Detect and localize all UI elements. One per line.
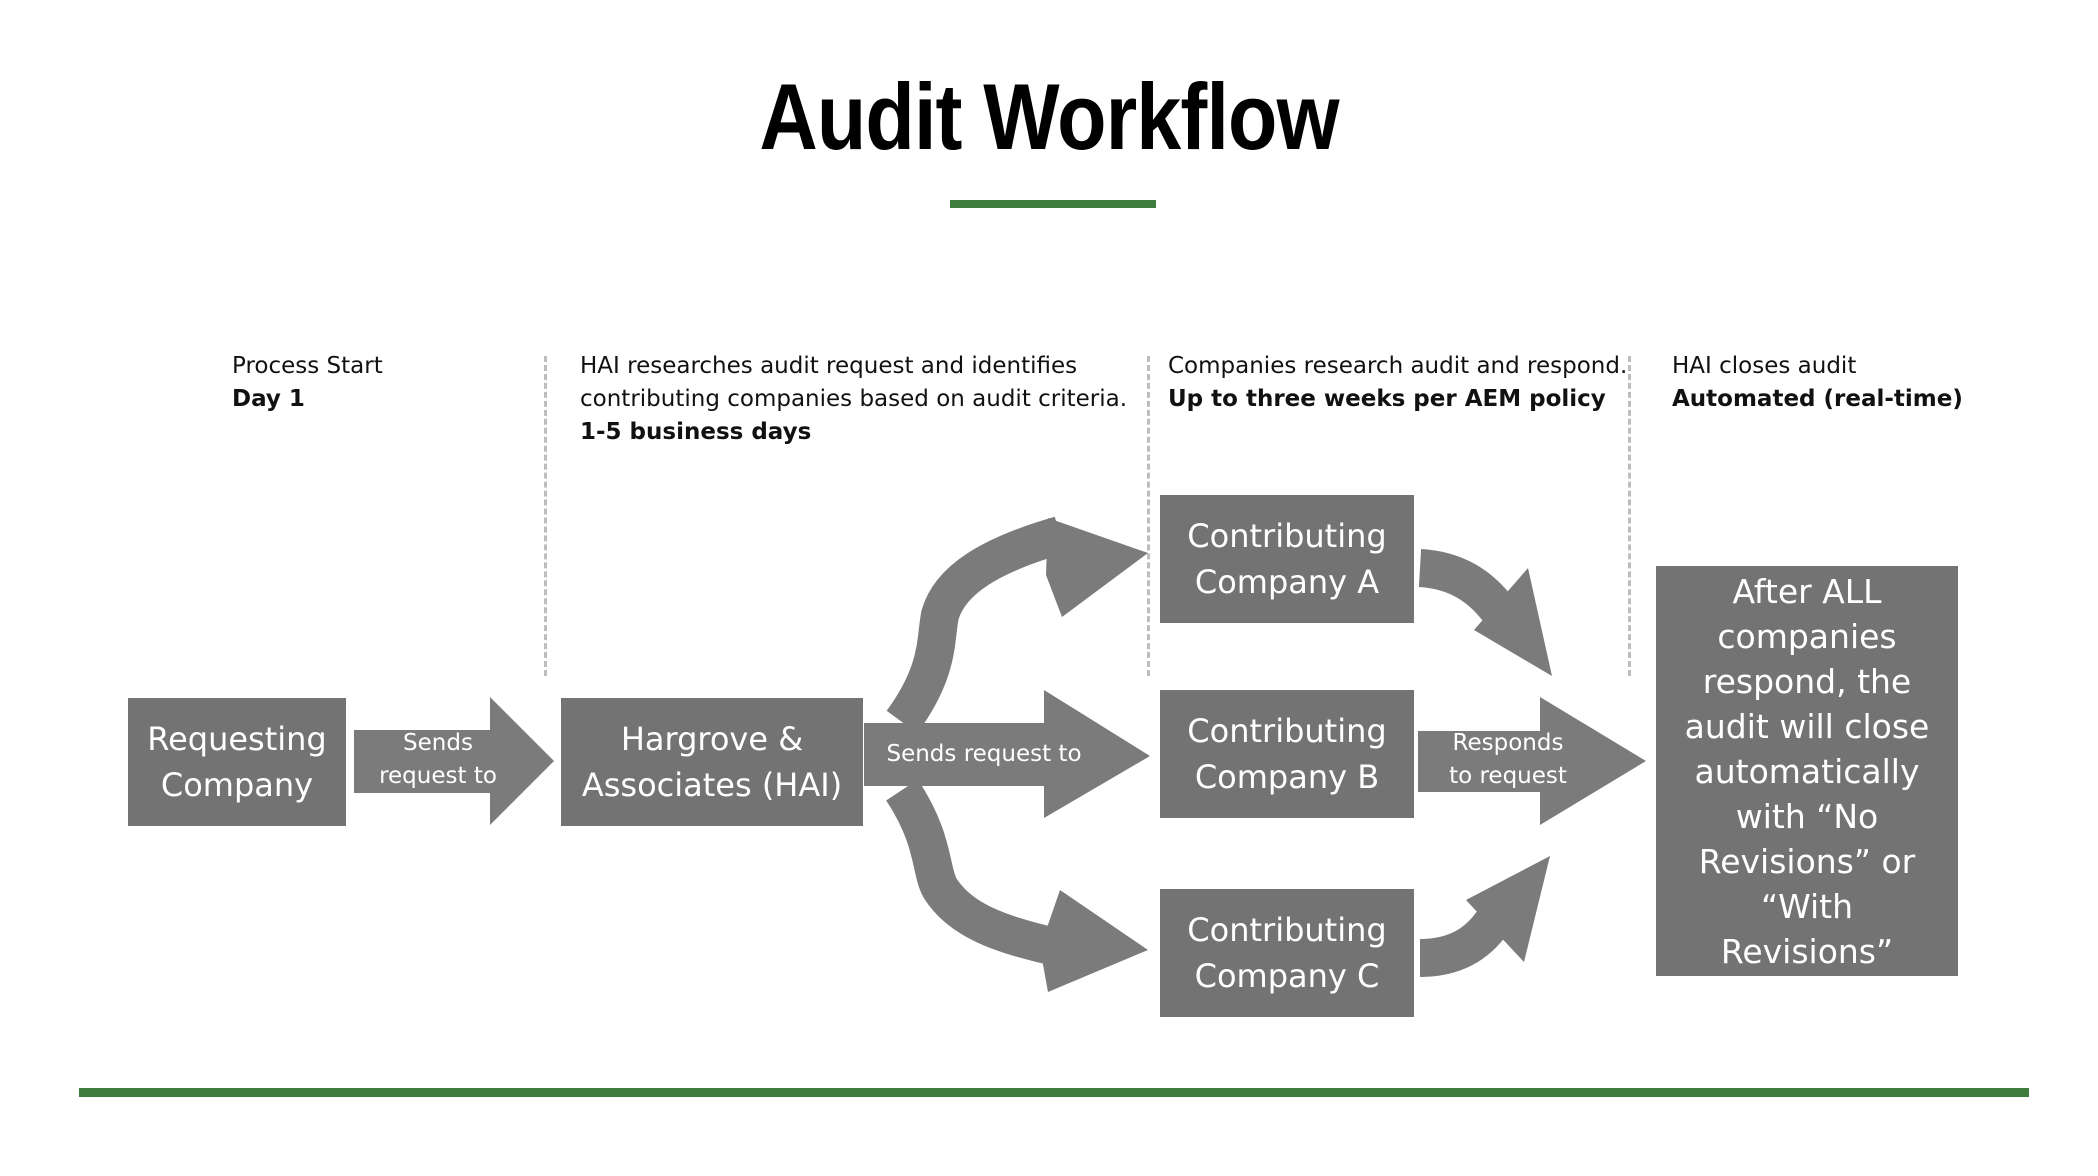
node-label-line: Hargrove & bbox=[620, 720, 804, 758]
arrow-company-a-to-final-head bbox=[1474, 568, 1552, 676]
stage-duration: Up to three weeks per AEM policy bbox=[1168, 386, 1606, 412]
edge-label-sends-request-to-companies: Sends request to bbox=[864, 738, 1104, 771]
stage-text: Process Start bbox=[232, 353, 383, 379]
node-requesting-company: Requesting Company bbox=[128, 698, 346, 826]
arrow-company-c-to-final-head bbox=[1466, 856, 1550, 962]
edge-label-line: request to bbox=[379, 763, 497, 789]
footer-rule bbox=[79, 1088, 2029, 1097]
stage-companies-respond: Companies research audit and respond. Up… bbox=[1168, 350, 1627, 416]
stage-divider bbox=[1628, 356, 1631, 676]
arrow-company-b-to-final bbox=[1418, 697, 1646, 825]
stage-duration: Automated (real-time) bbox=[1672, 386, 1963, 412]
stage-divider bbox=[1147, 356, 1150, 676]
edge-label-line: to request bbox=[1449, 763, 1567, 789]
node-label-line: Company C bbox=[1194, 957, 1380, 995]
node-label-line: Contributing bbox=[1187, 712, 1387, 750]
node-label-line: Company A bbox=[1194, 563, 1380, 601]
stage-duration: Day 1 bbox=[232, 386, 305, 412]
stage-divider bbox=[544, 356, 547, 676]
node-label-line: respond, the bbox=[1702, 661, 1912, 701]
arrow-company-c-to-final-shaft bbox=[1419, 908, 1510, 977]
node-label-line: Contributing bbox=[1187, 517, 1387, 555]
node-label-line: Requesting bbox=[147, 720, 327, 758]
stage-hai-research: HAI researches audit request and identif… bbox=[580, 350, 1127, 449]
title-underline bbox=[950, 200, 1156, 208]
edge-label-line: Sends request to bbox=[886, 741, 1082, 767]
arrow-requesting-to-hai bbox=[354, 697, 554, 825]
node-label-line: automatically bbox=[1694, 751, 1920, 791]
edge-label-line: Responds bbox=[1452, 730, 1564, 756]
arrow-company-a-to-final-shaft bbox=[1418, 549, 1516, 624]
edge-label-line: Sends bbox=[403, 730, 473, 756]
node-label-line: audit will close bbox=[1684, 706, 1930, 746]
arrow-hai-to-company-a-shaft bbox=[886, 516, 1066, 734]
stage-process-start: Process Start Day 1 bbox=[232, 350, 383, 416]
stage-text: Companies research audit and respond. bbox=[1168, 353, 1628, 379]
node-label-line: Associates (HAI) bbox=[581, 766, 843, 804]
node-label-line: Company B bbox=[1194, 758, 1380, 796]
node-company-a: Contributing Company A bbox=[1160, 495, 1414, 623]
edge-label-sends-request: Sends request to bbox=[354, 727, 522, 793]
node-label-line: Contributing bbox=[1187, 911, 1387, 949]
stage-hai-closes: HAI closes audit Automated (real-time) bbox=[1672, 350, 1963, 416]
stage-text: HAI researches audit request and identif… bbox=[580, 353, 1078, 379]
node-hai: Hargrove & Associates (HAI) bbox=[561, 698, 863, 826]
node-label-line: with “No bbox=[1735, 796, 1879, 836]
arrow-hai-to-company-c-shaft bbox=[885, 779, 1065, 967]
arrow-hai-to-company-c-head bbox=[1040, 890, 1148, 992]
arrow-hai-to-company-a-head bbox=[1046, 518, 1148, 617]
node-company-b: Contributing Company B bbox=[1160, 690, 1414, 818]
node-audit-close: After ALL companies respond, the audit w… bbox=[1656, 566, 1958, 976]
stage-text: contributing companies based on audit cr… bbox=[580, 386, 1128, 412]
edge-label-responds: Responds to request bbox=[1418, 727, 1598, 793]
node-company-c: Contributing Company C bbox=[1160, 889, 1414, 1017]
node-label-line: Revisions” or bbox=[1698, 841, 1916, 881]
node-label-line: companies bbox=[1717, 616, 1897, 656]
stage-duration: 1-5 business days bbox=[580, 419, 812, 445]
node-label-line: After ALL bbox=[1732, 571, 1882, 611]
page-title: Audit Workflow bbox=[759, 64, 1339, 169]
node-label-line: “With Revisions” bbox=[1720, 886, 1894, 971]
node-label-line: Company bbox=[160, 766, 314, 804]
stage-text: HAI closes audit bbox=[1672, 353, 1857, 379]
arrow-hai-to-company-b bbox=[864, 690, 1150, 818]
